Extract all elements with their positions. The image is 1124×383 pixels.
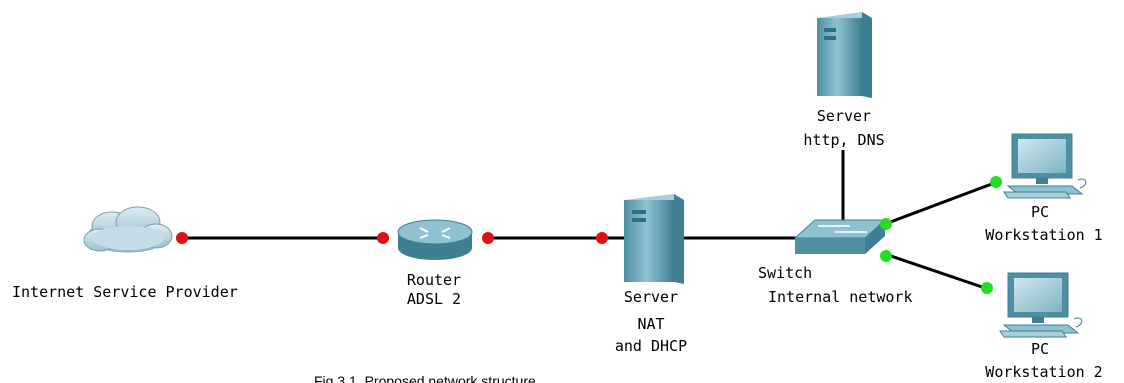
server-nat-label-line1: Server	[624, 288, 678, 306]
pc2-label-line1: PC	[1031, 340, 1049, 358]
server-http-label-line2: http, DNS	[803, 131, 884, 149]
server-http-label-line1: Server	[817, 107, 871, 125]
port-down-dot	[482, 232, 494, 244]
router-label-line1: Router	[407, 271, 461, 289]
figure-caption: Fig.3.1. Proposed network structure	[314, 373, 536, 383]
port-down-dot	[176, 232, 188, 244]
link-switch-pc2	[884, 252, 989, 291]
server-nat-label-line3: and DHCP	[615, 337, 687, 355]
switch-label-line1: Switch	[758, 264, 812, 282]
server-nat-label-line2: NAT	[637, 315, 664, 333]
pc-icon	[999, 272, 1083, 338]
router-label-line2: ADSL 2	[407, 290, 461, 308]
server-icon	[624, 194, 684, 284]
port-down-dot	[596, 232, 608, 244]
cloud-icon	[83, 206, 173, 253]
router-icon	[397, 219, 473, 260]
pc2-label-line2: Workstation 2	[985, 363, 1102, 381]
isp-label: Internet Service Provider	[12, 283, 238, 301]
pc1-label-line2: Workstation 1	[985, 226, 1102, 244]
port-up-dot	[880, 218, 892, 230]
switch-label-line2: Internal network	[768, 288, 913, 306]
port-down-dot	[377, 232, 389, 244]
pc-icon	[1003, 133, 1087, 199]
link-switch-pc1	[884, 180, 998, 226]
port-up-dot	[990, 176, 1002, 188]
port-indicators	[176, 176, 1002, 294]
port-up-dot	[981, 282, 993, 294]
port-up-dot	[880, 250, 892, 262]
switch-icon	[793, 219, 887, 254]
pc1-label-line1: PC	[1031, 203, 1049, 221]
server-icon	[817, 12, 872, 98]
